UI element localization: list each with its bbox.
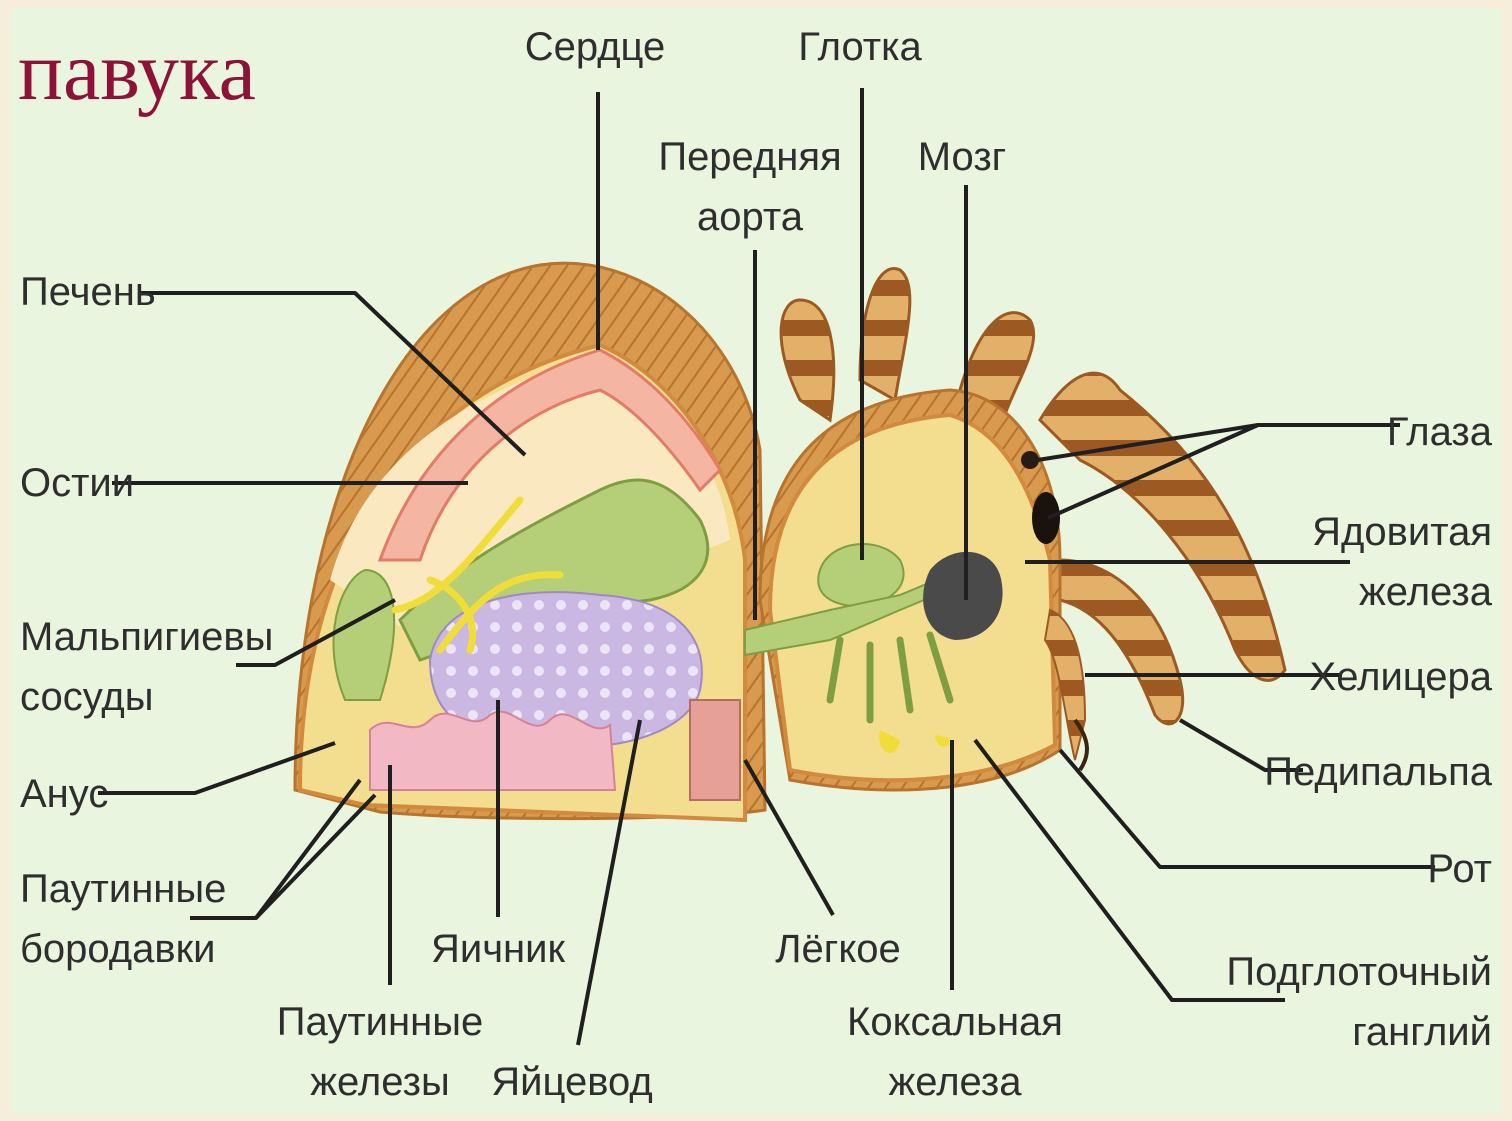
label-pedipalp: Педипальпа bbox=[1264, 750, 1493, 794]
eye-large bbox=[1032, 492, 1060, 544]
label-ovary: Яичник bbox=[431, 927, 566, 971]
abdomen bbox=[295, 263, 765, 820]
label-anterior-aorta-2: аорта bbox=[697, 195, 804, 239]
label-lung: Лёгкое bbox=[775, 927, 901, 971]
label-malpighian-1: Мальпигиевы bbox=[20, 615, 273, 659]
leg-2 bbox=[860, 268, 910, 400]
label-silk-glands-1: Паутинные bbox=[277, 1000, 483, 1044]
cephalothorax bbox=[745, 390, 1060, 790]
label-spinnerets-1: Паутинные bbox=[20, 867, 226, 911]
label-heart: Сердце bbox=[525, 25, 666, 69]
label-liver: Печень bbox=[20, 270, 156, 314]
label-ostia: Остии bbox=[20, 461, 134, 505]
label-subpharyngeal-2: ганглий bbox=[1352, 1010, 1492, 1054]
page-title: павука bbox=[18, 30, 256, 114]
label-anus: Анус bbox=[20, 772, 108, 816]
label-brain: Мозг bbox=[918, 135, 1007, 179]
label-pharynx: Глотка bbox=[798, 25, 922, 69]
label-coxal-gland-2: железа bbox=[889, 1060, 1023, 1104]
label-spinnerets-2: бородавки bbox=[20, 927, 215, 971]
label-eyes: Глаза bbox=[1387, 410, 1493, 454]
label-subpharyngeal-1: Подглоточный bbox=[1226, 950, 1492, 994]
leader-spinnerets-b bbox=[256, 795, 375, 918]
book-lung bbox=[690, 700, 740, 800]
label-chelicera: Хелицера bbox=[1310, 655, 1493, 699]
label-oviduct: Яйцевод bbox=[491, 1060, 652, 1104]
label-anterior-aorta-1: Передняя bbox=[658, 135, 841, 179]
label-venom-gland-1: Ядовитая bbox=[1312, 510, 1492, 554]
leg-1 bbox=[781, 300, 834, 420]
label-coxal-gland-1: Коксальная bbox=[847, 1000, 1063, 1044]
label-mouth: Рот bbox=[1427, 847, 1492, 891]
label-venom-gland-2: железа bbox=[1359, 570, 1493, 614]
label-malpighian-2: сосуды bbox=[20, 675, 153, 719]
label-silk-glands-2: железы bbox=[310, 1060, 449, 1104]
